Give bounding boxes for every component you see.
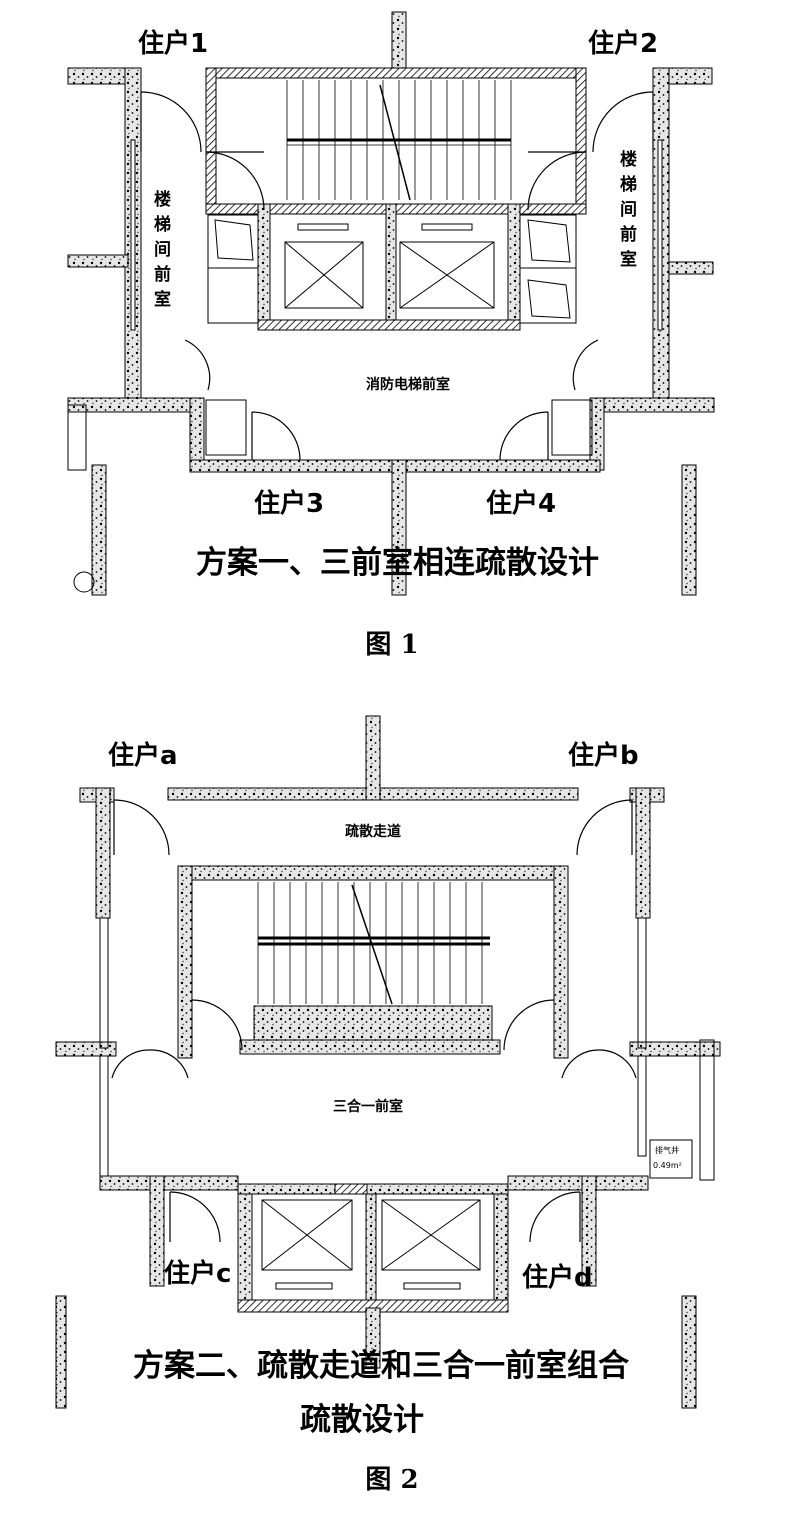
elevator-core-wall bbox=[365, 1193, 377, 1309]
unit-label-b: 住户b bbox=[568, 740, 639, 771]
elevator-core-wall bbox=[257, 319, 521, 331]
wall bbox=[67, 397, 199, 413]
wall bbox=[629, 1041, 721, 1057]
stair-wall bbox=[575, 67, 587, 209]
elevator-car-right bbox=[399, 223, 495, 309]
wall bbox=[99, 1175, 239, 1191]
exhaust-shaft bbox=[649, 1139, 693, 1179]
wall bbox=[205, 399, 247, 456]
fire-elevator-anteroom-label: 消防电梯前室 bbox=[366, 376, 450, 393]
unit-label-a: 住户a bbox=[108, 740, 178, 771]
stair-wall bbox=[205, 67, 217, 209]
wall bbox=[95, 787, 111, 919]
wall bbox=[681, 1295, 697, 1409]
elevator-core-wall bbox=[334, 1183, 368, 1195]
exhaust-shaft-area: 0.49m² bbox=[653, 1161, 682, 1170]
elevator-core-wall bbox=[385, 203, 397, 329]
caption-figure-2-line2: 疏散设计 bbox=[300, 1402, 424, 1438]
wall bbox=[91, 464, 107, 596]
stair-wall bbox=[177, 865, 193, 1059]
wall bbox=[365, 715, 381, 801]
elevator-core-wall bbox=[493, 1183, 509, 1309]
unit-label-1: 住户1 bbox=[138, 28, 208, 59]
figure-1-plan: 住户1 住户2 住户3 住户4 楼梯间前室 楼梯间前室 消防电梯前室 方案一、三… bbox=[67, 11, 715, 660]
combined-anteroom-label: 三合一前室 bbox=[333, 1098, 403, 1115]
caption-figure-2-line1: 方案二、疏散走道和三合一前室组合 bbox=[133, 1348, 629, 1384]
wall bbox=[637, 1055, 647, 1157]
duct bbox=[67, 404, 87, 471]
wall bbox=[391, 459, 407, 596]
wall bbox=[149, 1175, 165, 1287]
wall bbox=[657, 139, 663, 331]
elevator-core-wall bbox=[257, 203, 271, 329]
corridor-label: 疏散走道 bbox=[345, 823, 401, 840]
stair-wall bbox=[553, 865, 569, 1059]
elevator-core-wall bbox=[237, 1183, 509, 1195]
stair-landing bbox=[253, 1005, 493, 1045]
stair-treads bbox=[286, 80, 512, 201]
shaft-rooms bbox=[207, 214, 577, 324]
exhaust-shaft-label: 排气井 bbox=[655, 1145, 679, 1155]
stair-treads bbox=[257, 882, 490, 1005]
elevator-car-right bbox=[381, 1199, 481, 1290]
wall bbox=[130, 139, 136, 331]
wall bbox=[55, 1295, 67, 1409]
unit-label-2: 住户2 bbox=[588, 28, 658, 59]
elevator-car-left bbox=[261, 1199, 353, 1290]
wall bbox=[365, 1307, 381, 1369]
figure-label-2: 图 2 bbox=[365, 1465, 418, 1495]
wall bbox=[55, 1041, 117, 1057]
stair-wall bbox=[205, 67, 587, 79]
wall bbox=[668, 261, 714, 275]
elevator-core-wall bbox=[237, 1183, 253, 1309]
wall bbox=[189, 397, 205, 471]
wall bbox=[67, 254, 129, 268]
wall bbox=[581, 1175, 597, 1287]
elevator-core-wall bbox=[507, 203, 521, 329]
wall bbox=[637, 917, 647, 1049]
wall bbox=[99, 1055, 109, 1177]
wall bbox=[99, 917, 109, 1049]
stair-wall bbox=[177, 865, 555, 881]
elevator-car-left bbox=[284, 223, 364, 309]
stair-anteroom-label-left: 楼梯间前室 bbox=[150, 189, 171, 315]
wall bbox=[681, 464, 697, 596]
fixture-circle bbox=[73, 571, 95, 593]
wall bbox=[595, 397, 715, 413]
unit-label-d: 住户d bbox=[522, 1262, 593, 1293]
unit-label-4: 住户4 bbox=[486, 488, 556, 519]
wall bbox=[635, 787, 651, 919]
wall bbox=[699, 1039, 715, 1181]
caption-figure-1: 方案一、三前室相连疏散设计 bbox=[196, 545, 599, 581]
wall bbox=[391, 11, 407, 73]
stair-anteroom-label-right: 楼梯间前室 bbox=[616, 149, 637, 275]
door-swings bbox=[111, 799, 637, 1243]
stair-landing bbox=[239, 1039, 501, 1055]
unit-label-3: 住户3 bbox=[254, 488, 324, 519]
wall bbox=[551, 399, 593, 456]
unit-label-c: 住户c bbox=[164, 1258, 231, 1289]
wall bbox=[507, 1175, 649, 1191]
figure-2-plan: 排气井 0.49m² 住户a 住户b 住户c 住户d 疏散走道 三合一前室 方案… bbox=[55, 715, 721, 1495]
figure-label-1: 图 1 bbox=[365, 630, 418, 660]
door-swings bbox=[140, 91, 654, 461]
